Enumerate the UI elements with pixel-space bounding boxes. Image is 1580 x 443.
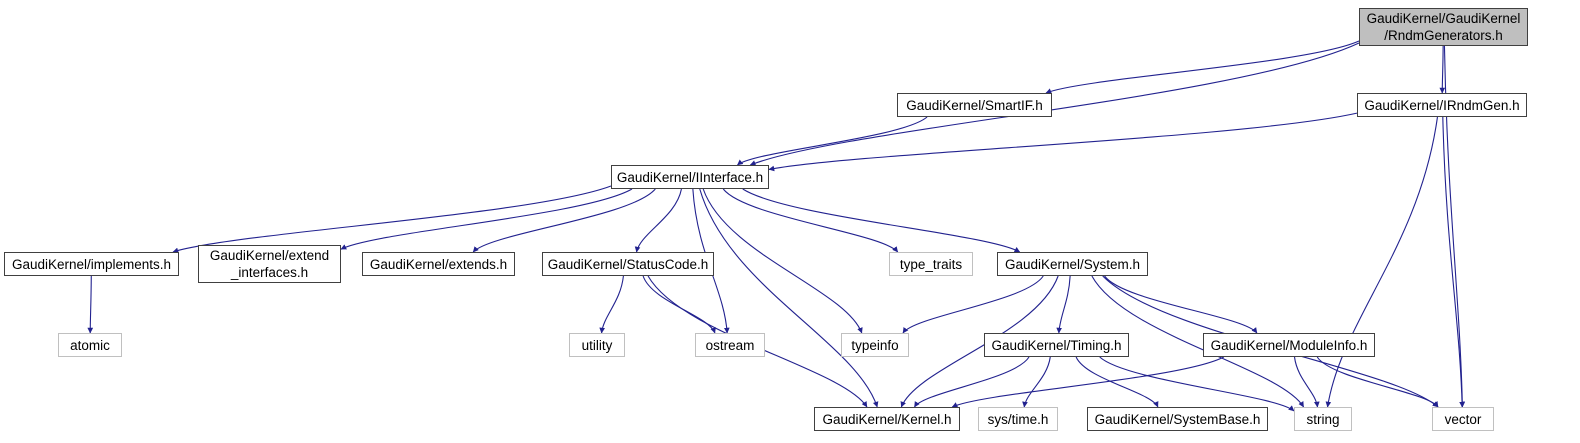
edge-timing-to-kernel — [914, 356, 1030, 408]
edge-iinterface-to-type_traits — [722, 188, 899, 253]
node-typeinfo[interactable]: typeinfo — [841, 333, 909, 357]
node-atomic[interactable]: atomic — [58, 333, 122, 357]
node-smartif[interactable]: GaudiKernel/SmartIF.h — [897, 93, 1052, 117]
edge-statuscode-to-utility — [599, 275, 624, 334]
edge-rndmgenerators-to-smartif — [1045, 40, 1360, 94]
edge-iinterface-to-kernel — [699, 188, 879, 408]
edge-system-to-timing — [1056, 275, 1071, 334]
edge-system-to-kernel — [900, 275, 1059, 408]
edge-irndmgen-to-string — [1325, 116, 1438, 408]
node-moduleinfo[interactable]: GaudiKernel/ModuleInfo.h — [1203, 333, 1375, 357]
edge-iinterface-to-implements — [172, 185, 612, 254]
edge-timing-to-systembase — [1075, 356, 1159, 408]
edge-timing-to-string — [1099, 356, 1295, 412]
edge-system-to-string — [1091, 275, 1305, 408]
node-irndmgen[interactable]: GaudiKernel/IRndmGen.h — [1357, 93, 1527, 117]
node-type_traits[interactable]: type_traits — [889, 252, 973, 276]
node-timing[interactable]: GaudiKernel/Timing.h — [984, 333, 1129, 357]
node-rndmgenerators[interactable]: GaudiKernel/GaudiKernel /RndmGenerators.… — [1359, 8, 1528, 46]
node-system[interactable]: GaudiKernel/System.h — [997, 252, 1148, 276]
edge-rndmgenerators-to-irndmgen — [1439, 45, 1446, 94]
node-utility[interactable]: utility — [569, 333, 625, 357]
node-extends[interactable]: GaudiKernel/extends.h — [362, 252, 515, 276]
node-statuscode[interactable]: GaudiKernel/StatusCode.h — [542, 252, 714, 276]
node-systime[interactable]: sys/time.h — [978, 407, 1058, 431]
node-string[interactable]: string — [1294, 407, 1352, 431]
edge-irndmgen-to-vector — [1442, 116, 1465, 408]
edge-timing-to-systime — [1022, 356, 1051, 408]
edge-system-to-moduleinfo — [1104, 275, 1258, 334]
edge-implements-to-atomic — [87, 275, 94, 334]
edge-moduleinfo-to-string — [1293, 356, 1320, 408]
edge-iinterface-to-typeinfo — [702, 188, 863, 334]
node-systembase[interactable]: GaudiKernel/SystemBase.h — [1087, 407, 1268, 431]
edge-iinterface-to-extend_interfaces — [340, 188, 633, 250]
edge-moduleinfo-to-kernel — [951, 356, 1225, 408]
edge-iinterface-to-system — [742, 188, 1021, 253]
node-vector[interactable]: vector — [1432, 407, 1494, 431]
edge-smartif-to-iinterface — [737, 116, 928, 166]
node-kernel[interactable]: GaudiKernel/Kernel.h — [814, 407, 960, 431]
edge-irndmgen-to-iinterface — [768, 112, 1358, 172]
edge-system-to-typeinfo — [902, 275, 1044, 334]
edge-iinterface-to-extends — [472, 188, 656, 253]
node-implements[interactable]: GaudiKernel/implements.h — [4, 252, 179, 276]
node-extend_interfaces[interactable]: GaudiKernel/extend _interfaces.h — [198, 245, 341, 283]
edge-moduleinfo-to-vector — [1316, 356, 1439, 408]
node-ostream[interactable]: ostream — [695, 333, 765, 357]
node-iinterface[interactable]: GaudiKernel/IInterface.h — [611, 165, 769, 189]
edge-iinterface-to-statuscode — [634, 188, 682, 253]
